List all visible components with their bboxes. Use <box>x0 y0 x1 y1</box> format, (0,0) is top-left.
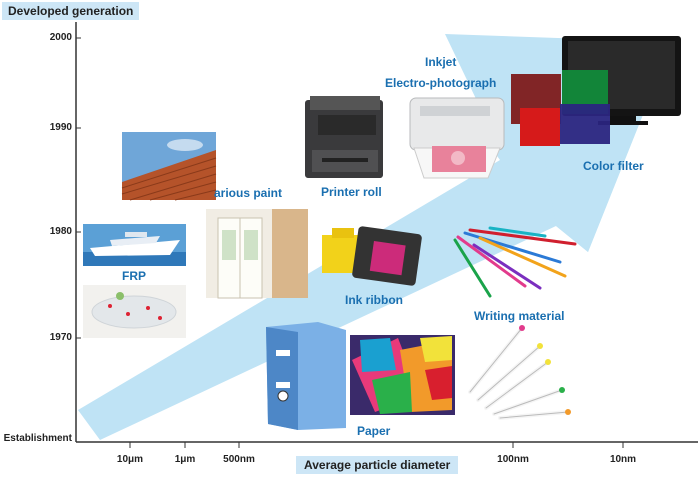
x-tick-100nm: 100nm <box>497 454 529 465</box>
y-tick-2000: 2000 <box>49 32 72 43</box>
colored-paper-image <box>350 335 455 415</box>
y-tick-1970: 1970 <box>49 332 72 343</box>
monitor-image <box>511 36 681 146</box>
label-paper: Paper <box>357 424 391 438</box>
y-tick-1990: 1990 <box>49 122 72 133</box>
window-door-image <box>206 209 308 299</box>
label-writing-material: Writing material <box>474 309 565 323</box>
x-tick-10um: 10μm <box>116 454 144 465</box>
label-electro-photograph: Electro-photograph <box>385 76 497 90</box>
label-color-filter: Color filter <box>583 159 644 173</box>
roof-tiles-image <box>121 132 217 201</box>
pens-image <box>453 226 577 298</box>
binder-image <box>266 322 346 430</box>
label-inkjet: Inkjet <box>425 55 457 69</box>
printer-image <box>305 96 383 178</box>
x-tick-10nm: 10nm <box>609 454 637 465</box>
yacht-image <box>83 224 186 266</box>
bathtub-image <box>83 285 186 338</box>
label-various-paint: arious paint <box>214 186 283 200</box>
laser-printer-image <box>409 97 505 179</box>
label-frp: FRP <box>122 269 146 283</box>
x-axis-title: Average particle diameter <box>296 456 459 474</box>
ink-cartridge-image <box>322 226 422 286</box>
y-tick-establishment: Establishment <box>3 433 72 444</box>
x-tick-500nm: 500nm <box>223 454 255 465</box>
x-tick-1um: 1μm <box>174 454 196 465</box>
y-tick-1980: 1980 <box>49 226 72 237</box>
label-ink-ribbon: Ink ribbon <box>345 293 403 307</box>
marker-pens-image <box>468 325 571 420</box>
label-printer-roll: Printer roll <box>321 185 382 199</box>
y-axis-title: Developed generation <box>2 2 140 20</box>
